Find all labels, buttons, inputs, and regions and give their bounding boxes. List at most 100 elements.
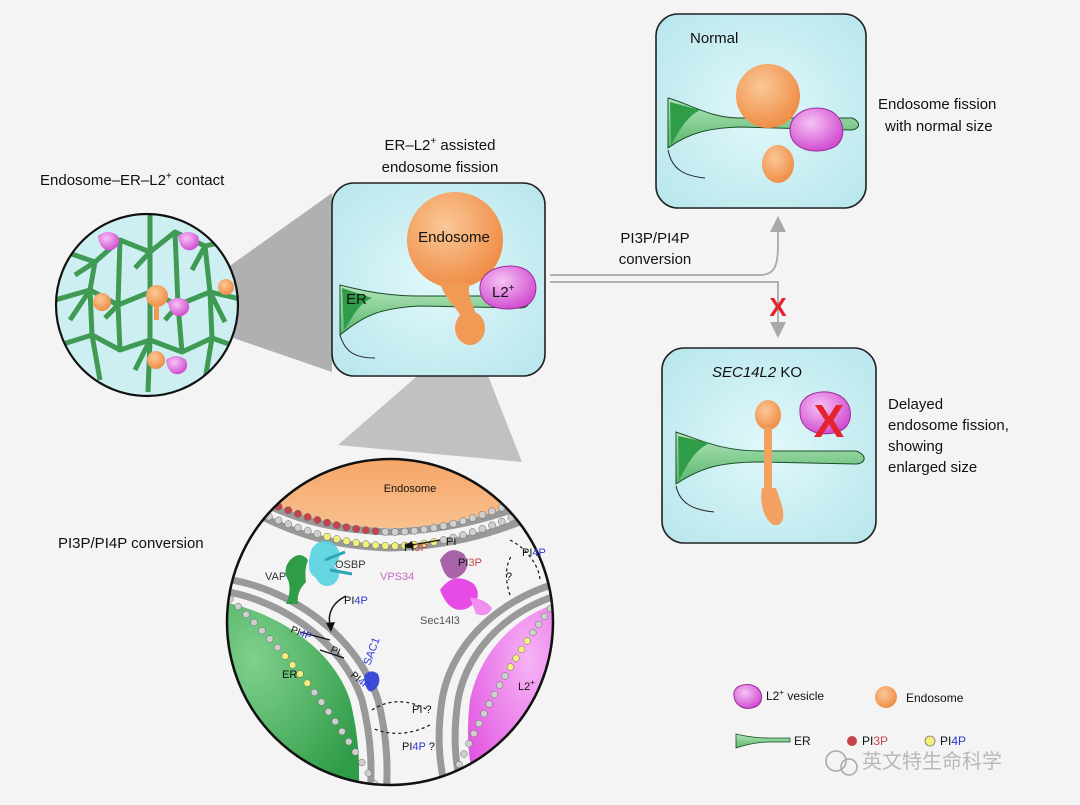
lipid-head (352, 539, 361, 547)
lipid-head (536, 501, 545, 509)
lipid-head (556, 492, 563, 499)
conversion-label-1: PI3P/PI4P (620, 230, 689, 247)
center-endosome-label: Endosome (418, 229, 490, 246)
lipid-head (468, 514, 477, 522)
lipid-head (323, 532, 331, 541)
lipid-head (264, 498, 273, 507)
legend-pi4p-label: PI4P (940, 734, 966, 748)
lipid-head (332, 535, 341, 543)
detail-pi3p-top: PI3P (404, 542, 428, 554)
lipid-head (219, 588, 226, 595)
assist-title-line2: endosome fission (382, 159, 499, 176)
center-panel: Endosome ER L2+ (331, 182, 546, 377)
lipid-head (362, 540, 370, 549)
lipid-head (556, 478, 563, 485)
lipid-head (294, 523, 302, 532)
lipid-head (517, 509, 526, 518)
lipid-head (296, 670, 304, 678)
lipid-head (235, 486, 244, 495)
lipid-head (362, 526, 370, 535)
detail-pi4p-right: PI4P (522, 547, 546, 559)
ko-desc-4: enlarged size (888, 459, 977, 476)
lipid-head (288, 661, 297, 669)
detail-question: ? (506, 571, 512, 583)
lipid-head (310, 688, 319, 697)
lipid-head (552, 597, 553, 605)
ko-desc-2: endosome fission, (888, 417, 1009, 434)
lipid-head (459, 517, 467, 525)
legend-er-swatch (735, 733, 791, 749)
lipid-head (358, 758, 366, 767)
normal-panel: Normal (655, 13, 867, 209)
ko-panel: X SEC14L2 KO (661, 347, 877, 544)
lipid-head (303, 679, 311, 687)
lipid-head (501, 672, 509, 680)
lipid-head (324, 708, 333, 716)
lipid-head (255, 508, 263, 517)
center-l2-label: L2+ (492, 283, 515, 301)
lipid-head (410, 526, 419, 535)
legend-l2-label: L2+ vesicle (766, 688, 824, 703)
lipid-head (506, 663, 515, 671)
normal-desc-2: with normal size (884, 118, 993, 135)
lipid-head (342, 537, 351, 546)
lipid-head (523, 637, 531, 645)
legend-pi3p-swatch (847, 736, 857, 746)
lipid-head (274, 516, 283, 525)
lipid-head (517, 495, 526, 504)
detail-er-label: ER (282, 669, 297, 681)
lipid-head (258, 626, 266, 635)
lipid-head (429, 524, 438, 532)
detail-vap-label: VAP (265, 571, 286, 583)
detail-pi4p-membrane: PI4P (289, 625, 314, 643)
detail-pi-membrane: PI (329, 645, 342, 659)
lipid-head (517, 645, 526, 654)
lipid-head (490, 690, 499, 699)
wechat-icon (825, 750, 847, 772)
lipid-head (449, 533, 458, 542)
lipid-head (536, 487, 545, 495)
ko-title: SEC14L2 KO (712, 364, 802, 381)
lipid-head (455, 760, 463, 769)
lipid-head (535, 620, 543, 629)
assist-title-line1: ER–L2+ assisted (385, 136, 496, 154)
lipid-head (381, 541, 390, 550)
lipid-head (546, 496, 553, 505)
detail-osbp-label: OSBP (335, 559, 366, 571)
lipid-head (294, 509, 302, 518)
zoom-cone-small (210, 193, 332, 372)
lipid-head (313, 516, 322, 524)
ko-desc-1: Delayed (888, 396, 943, 413)
lipid-head (211, 581, 218, 588)
detail-pi4p-osbp: PI4P (344, 595, 368, 607)
lipid-head (478, 525, 487, 533)
arrow-down-head (770, 322, 786, 338)
center-er-label: ER (346, 291, 367, 308)
legend-pi4p-swatch (924, 735, 936, 747)
lipid-head (546, 482, 553, 491)
lipid-head (331, 717, 339, 726)
lipid-head (488, 507, 496, 516)
detail-l2-label: L2+ (518, 678, 535, 693)
lipid-head (468, 528, 477, 536)
lipid-head (234, 602, 242, 611)
watermark: 英文特生命科学 (825, 750, 1002, 776)
lipid-head (332, 521, 341, 529)
lipid-head (460, 750, 468, 758)
lipid-head (245, 504, 254, 513)
legend-endosome-swatch (875, 686, 897, 708)
lipid-head (529, 628, 537, 637)
lipid-head (281, 652, 289, 660)
lipid-head (527, 505, 535, 514)
lipid-head (449, 519, 458, 528)
detail-pi4p-q: PI4P ? (402, 741, 435, 753)
block-mark: X (769, 292, 787, 322)
lipid-head (371, 527, 380, 536)
lipid-head (485, 700, 493, 708)
contact-circle (54, 212, 240, 398)
lipid-head (245, 490, 254, 499)
lipid-head (439, 522, 448, 530)
lipid-head (235, 500, 244, 509)
legend: L2+ vesicle Endosome ER PI3P PI4P (733, 683, 966, 749)
